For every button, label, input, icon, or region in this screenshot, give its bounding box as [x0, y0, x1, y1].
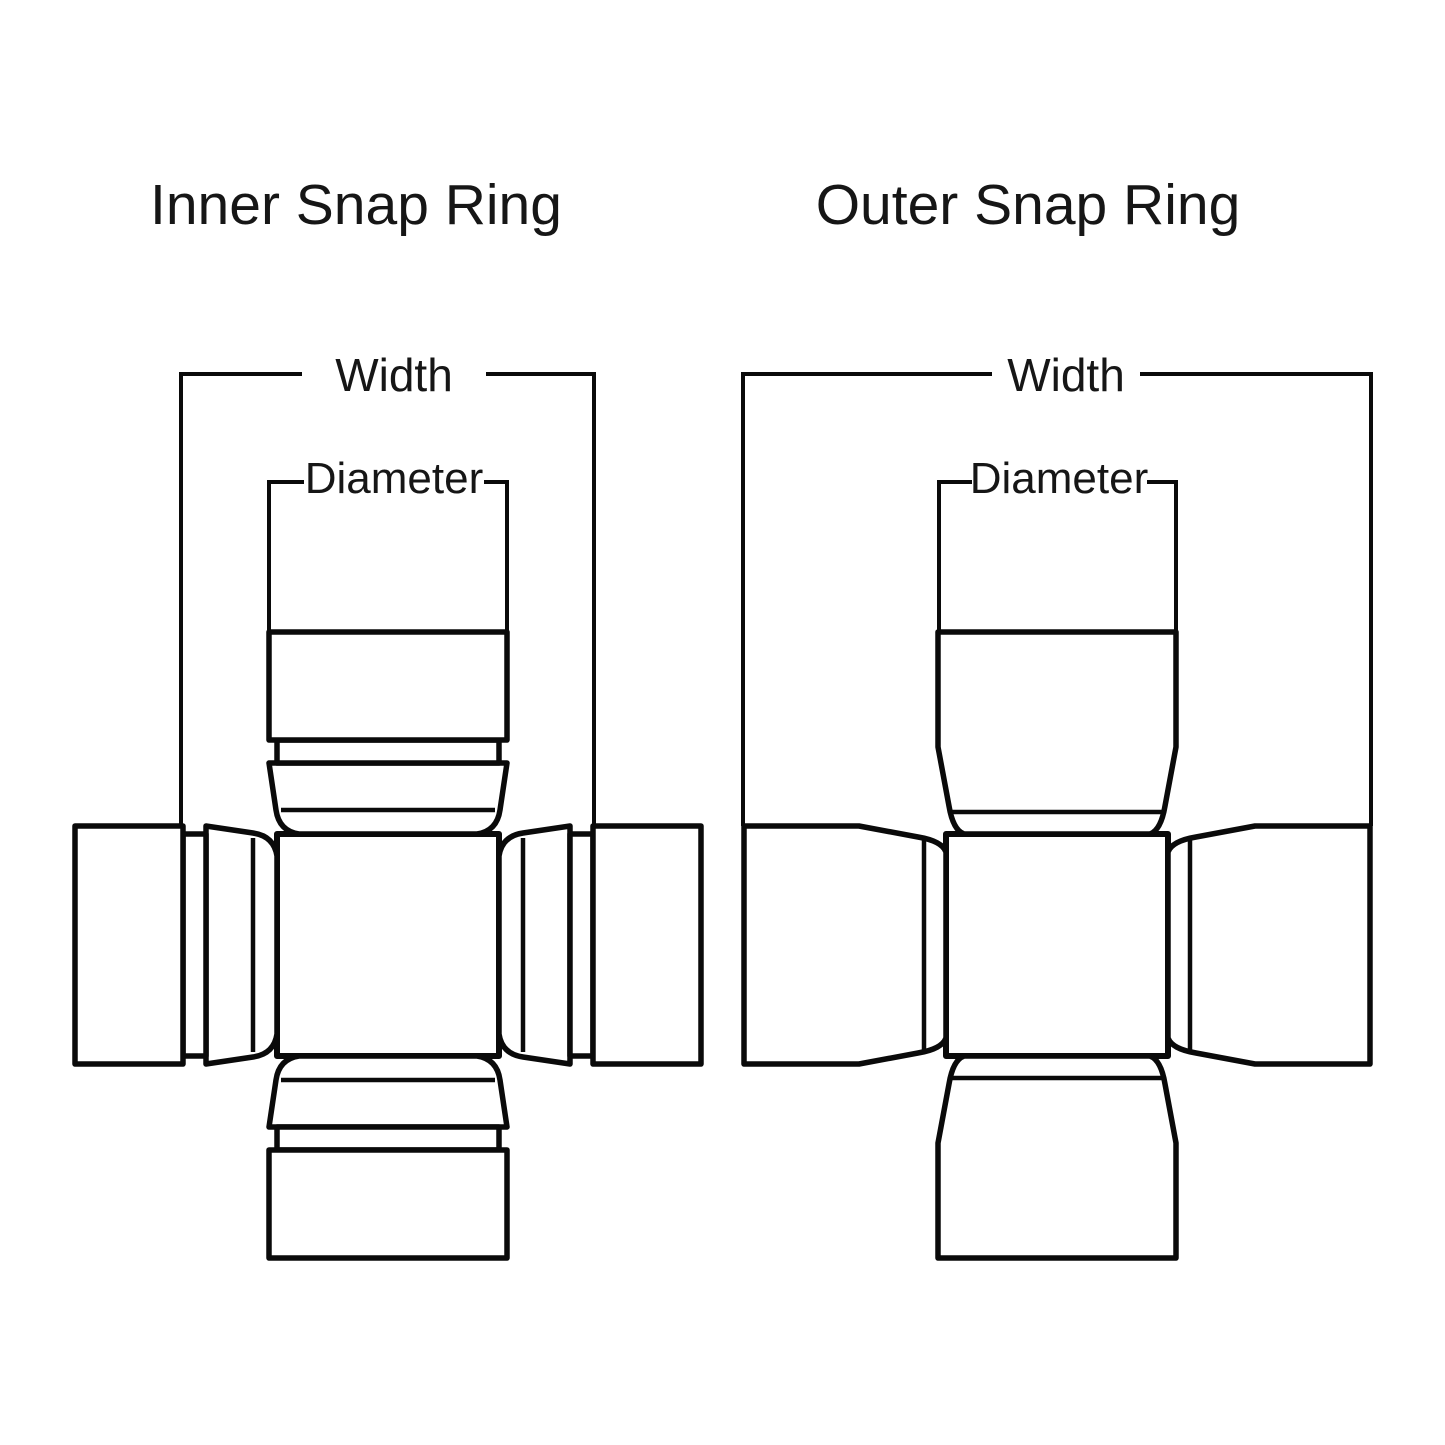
arm-top	[938, 632, 1176, 834]
diameter-dimension-line	[937, 480, 1178, 632]
arm-right	[499, 826, 701, 1064]
arm-top	[269, 632, 507, 834]
arm-left	[75, 826, 277, 1064]
width-dimension: Width	[741, 349, 1373, 826]
diameter-dimension: Diameter	[267, 454, 509, 632]
arm-bottom	[269, 1056, 507, 1258]
cross-body	[943, 831, 1171, 1059]
arm-left	[744, 826, 946, 1064]
width-dimension-line	[179, 372, 596, 826]
inner-snap-ring-diagram: Inner Snap Ring Width Diameter	[75, 173, 701, 1258]
outer-snap-ring-diagram: Outer Snap Ring Width Diameter	[741, 173, 1373, 1258]
diagram-title: Outer Snap Ring	[816, 173, 1241, 237]
arm-right	[1168, 826, 1370, 1064]
width-label: Width	[1007, 349, 1125, 401]
cross-body	[274, 831, 502, 1059]
width-dimension: Width	[179, 349, 596, 826]
diagram-title: Inner Snap Ring	[150, 173, 562, 237]
diameter-dimension-line	[267, 480, 509, 632]
width-dimension-line	[741, 372, 1373, 826]
diameter-dimension: Diameter	[937, 454, 1178, 632]
width-label: Width	[335, 349, 453, 401]
arm-bottom	[938, 1056, 1176, 1258]
diameter-label: Diameter	[970, 454, 1149, 503]
diameter-label: Diameter	[305, 454, 484, 503]
